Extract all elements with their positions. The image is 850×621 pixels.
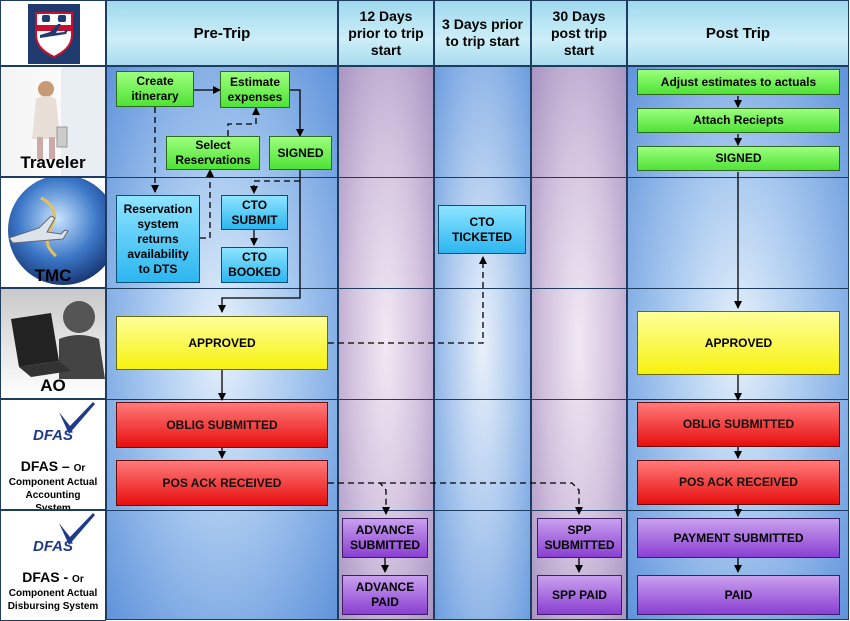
row-divider xyxy=(106,510,849,511)
svg-text:DFAS: DFAS xyxy=(33,538,73,555)
row-divider xyxy=(106,288,849,289)
dfas-disbursing-or: Or xyxy=(72,574,84,585)
row-divider xyxy=(106,177,849,178)
header-12-days: 12 Days prior to trip start xyxy=(338,0,434,66)
header-3-days: 3 Days prior to trip start xyxy=(434,0,531,66)
laptop-person-icon xyxy=(11,301,105,379)
svg-text:DFAS: DFAS xyxy=(33,427,73,444)
box-oblig-submitted-post: OBLIG SUBMITTED xyxy=(637,402,840,447)
dfas-logo-icon: DFAS xyxy=(33,513,95,555)
box-pos-ack-pre: POS ACK RECEIVED xyxy=(116,460,328,506)
dfas-disbursing-subtitle: Component Actual Disbursing System xyxy=(7,588,99,612)
box-oblig-submitted-pre: OBLIG SUBMITTED xyxy=(116,402,328,448)
box-cto-ticketed: CTO TICKETED xyxy=(438,205,526,254)
box-estimate-expenses: Estimate expenses xyxy=(220,71,290,108)
box-reservation-system: Reservation system returns availability … xyxy=(116,195,200,283)
dfas-disbursing-title: DFAS - xyxy=(22,569,69,585)
role-label-traveler: Traveler xyxy=(20,153,86,172)
globe-plane-icon xyxy=(8,178,105,285)
header-post-trip: Post Trip xyxy=(627,0,849,66)
box-cto-submit: CTO SUBMIT xyxy=(221,195,288,230)
traveler-photo-icon xyxy=(32,67,105,176)
dfas-disbursing-title-line: DFAS - Or xyxy=(1,569,105,585)
box-approved-pre: APPROVED xyxy=(116,316,328,370)
box-create-itinerary: Create itinerary xyxy=(116,71,194,107)
box-select-reservations: Select Reservations xyxy=(166,136,260,170)
box-cto-booked: CTO BOOKED xyxy=(221,247,288,283)
box-paid: PAID xyxy=(637,575,840,615)
role-label-tmc: TMC xyxy=(34,266,72,285)
role-traveler: Traveler xyxy=(0,66,106,177)
row-divider xyxy=(106,399,849,400)
box-advance-paid: ADVANCE PAID xyxy=(342,575,428,615)
box-payment-submitted: PAYMENT SUBMITTED xyxy=(637,518,840,558)
logo-cell xyxy=(0,0,106,66)
role-dfas-accounting: DFAS DFAS – Or Component Actual Accounti… xyxy=(0,399,106,510)
box-approved-post: APPROVED xyxy=(637,311,840,375)
box-signed-pre: SIGNED xyxy=(269,136,332,170)
dfas-accounting-or: Or xyxy=(73,463,86,474)
box-adjust-estimates: Adjust estimates to actuals xyxy=(637,69,840,95)
box-spp-paid: SPP PAID xyxy=(537,575,622,615)
box-advance-submitted: ADVANCE SUBMITTED xyxy=(342,518,428,558)
dfas-accounting-subtitle: Component Actual Accounting System xyxy=(8,477,98,510)
box-signed-post: SIGNED xyxy=(637,146,840,171)
dfas-accounting-title: DFAS – xyxy=(20,458,70,474)
shield-logo-icon xyxy=(28,4,80,64)
role-ao: AO xyxy=(0,288,106,399)
role-dfas-disbursing: DFAS DFAS - Or Component Actual Disbursi… xyxy=(0,510,106,621)
box-pos-ack-post: POS ACK RECEIVED xyxy=(637,460,840,505)
box-attach-receipts: Attach Reciepts xyxy=(637,108,840,133)
dfas-accounting-title-line: DFAS – Or xyxy=(1,458,105,474)
column-3-days xyxy=(434,66,531,620)
header-pre-trip: Pre-Trip xyxy=(106,0,338,66)
box-spp-submitted: SPP SUBMITTED xyxy=(537,518,622,558)
dfas-logo-icon: DFAS xyxy=(33,402,95,444)
role-tmc: TMC xyxy=(0,177,106,288)
header-30-days: 30 Days post trip start xyxy=(531,0,627,66)
role-label-ao: AO xyxy=(40,376,66,395)
